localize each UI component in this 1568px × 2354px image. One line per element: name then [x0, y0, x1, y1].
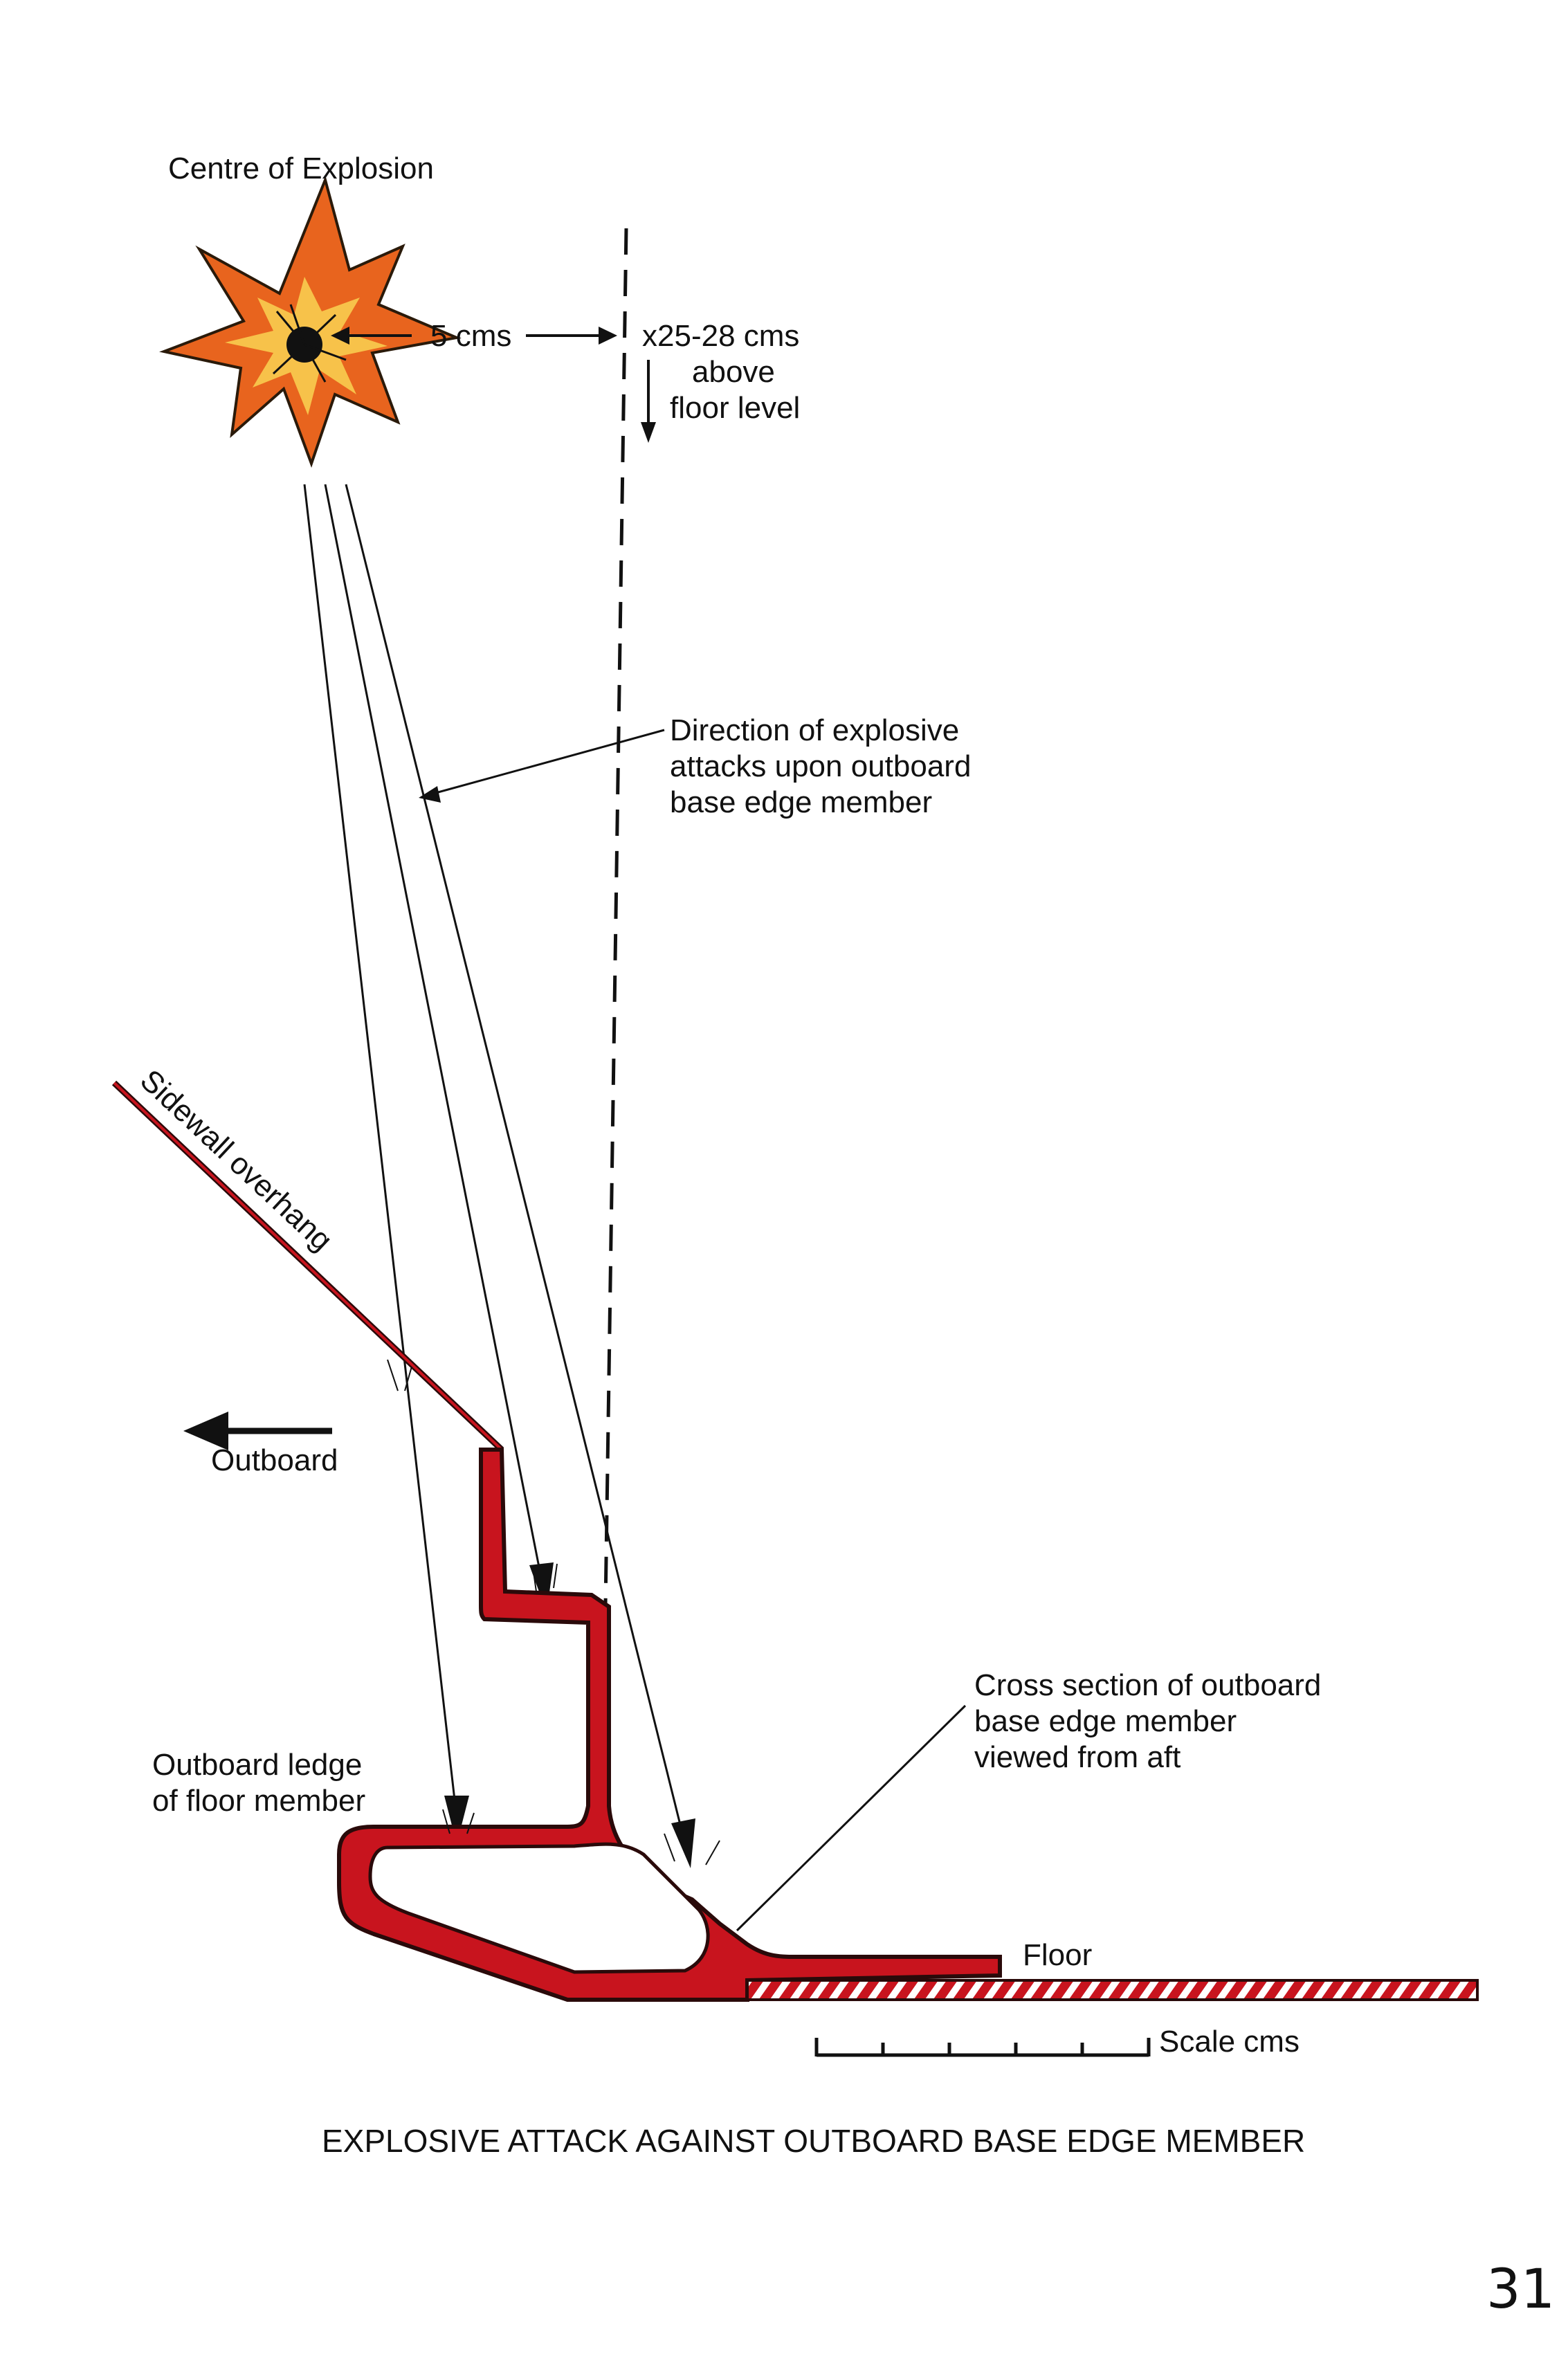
cross-section-leader	[736, 1704, 967, 1932]
floor-label: Floor	[1023, 1938, 1092, 1972]
outboard-label: Outboard	[211, 1443, 338, 1477]
scale-bar	[814, 2038, 1151, 2057]
centre-of-explosion-label: Centre of Explosion	[168, 152, 434, 185]
cross-section-label-line3: viewed from aft	[974, 1740, 1180, 1774]
base-edge-member	[337, 1448, 1002, 2002]
sidewall-overhang-line-fill	[113, 1082, 503, 1451]
attack-lines	[303, 484, 686, 1845]
height-arrowhead	[641, 422, 656, 443]
distance-arrowhead-right	[599, 327, 617, 345]
attack-line-1	[303, 484, 457, 1807]
direction-label-line3: base edge member	[670, 785, 932, 819]
reference-dashed-line	[603, 228, 628, 1606]
attack-line-3	[345, 484, 686, 1845]
floor-strip	[746, 1979, 1479, 2001]
attack-arrowhead-3	[671, 1818, 695, 1868]
impact-marks	[387, 1359, 720, 1865]
diagram-caption: EXPLOSIVE ATTACK AGAINST OUTBOARD BASE E…	[322, 2123, 1305, 2159]
explosion-sparks	[272, 304, 347, 383]
outboard-arrowhead	[183, 1412, 228, 1450]
direction-leader	[425, 729, 665, 797]
sidewall-overhang-label: Sidewall overhang	[134, 1063, 338, 1257]
cross-section-label-line1: Cross section of outboard	[974, 1668, 1321, 1702]
cross-section-label-line2: base edge member	[974, 1704, 1237, 1738]
direction-label-line1: Direction of explosive	[670, 713, 959, 747]
direction-label-line2: attacks upon outboard	[670, 749, 971, 783]
distance-label: 5 cms	[430, 319, 511, 353]
base-edge-member-cavity	[368, 1842, 710, 1974]
scale-label: Scale cms	[1159, 2025, 1300, 2059]
attack-line-2	[324, 484, 543, 1582]
height-label-line2: above	[692, 355, 775, 389]
explosion-icon	[159, 175, 462, 468]
distance-arrowhead-left	[331, 327, 349, 345]
direction-leader-arrowhead	[419, 786, 441, 803]
ledge-label-line1: Outboard ledge	[152, 1748, 362, 1782]
height-label-line3: floor level	[670, 391, 800, 425]
attack-arrowhead-1	[444, 1796, 469, 1844]
page-number: 31	[1486, 2259, 1555, 2321]
height-label-line1: x25-28 cms	[642, 319, 799, 353]
ledge-label-line2: of floor member	[152, 1784, 365, 1818]
